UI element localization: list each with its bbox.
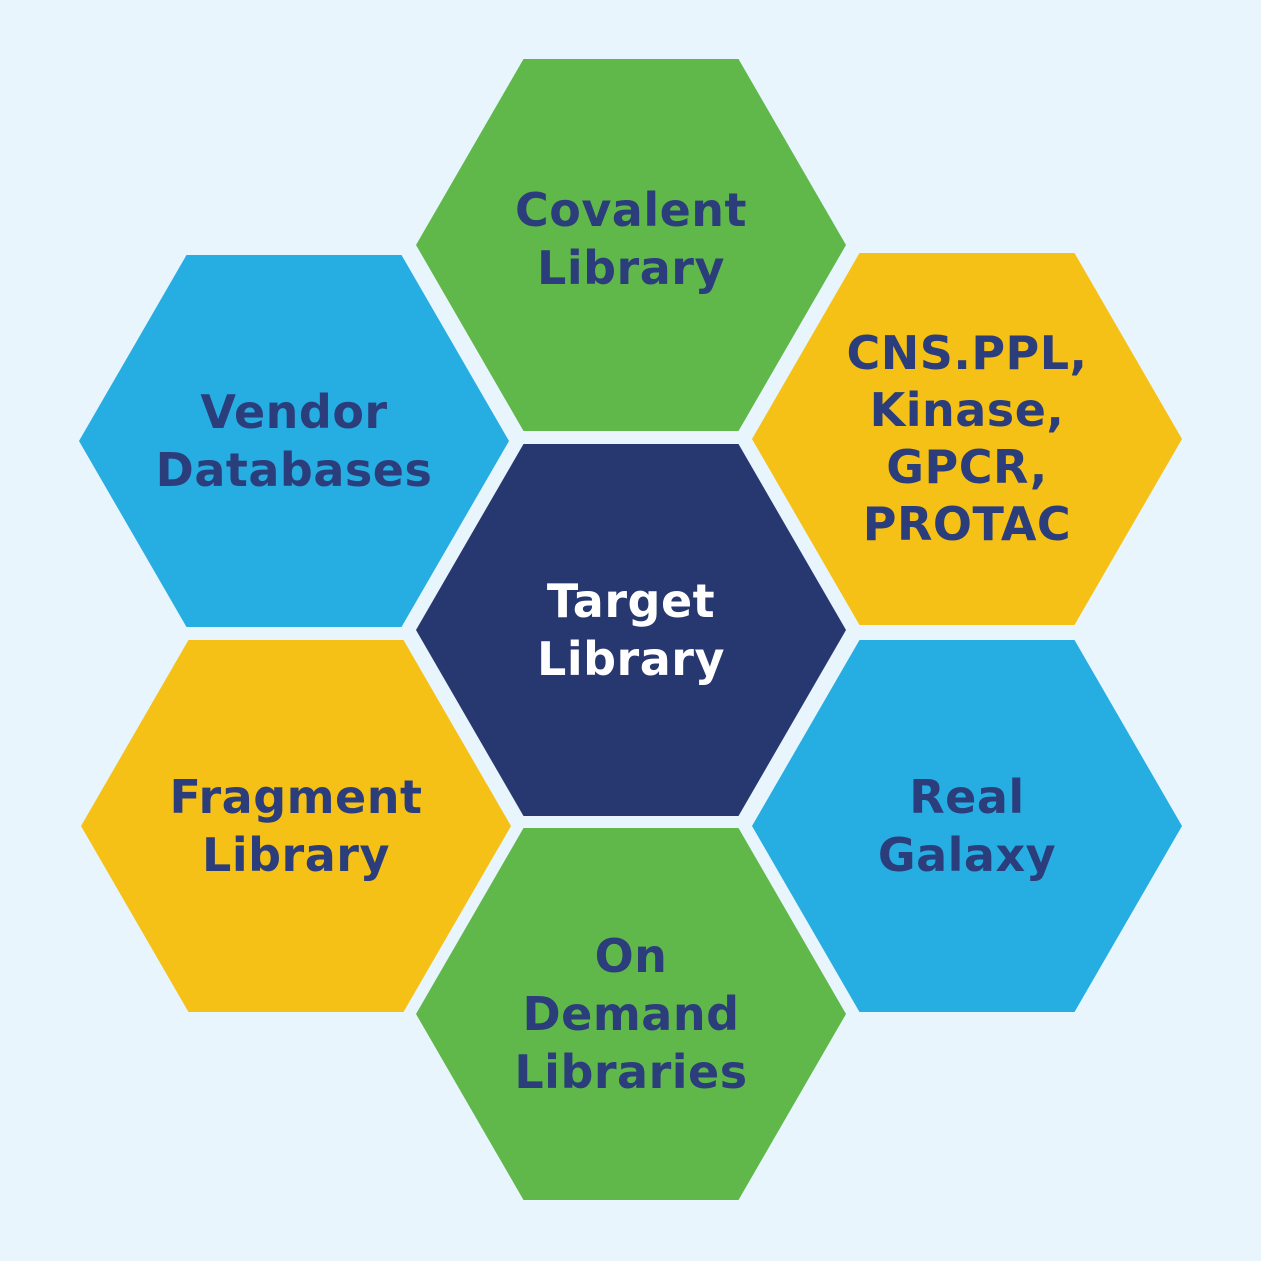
hex-real-galaxy: Real Galaxy [752,640,1182,1012]
hex-vendor-label: Vendor Databases [155,385,433,497]
hex-fragment-library: Fragment Library [81,640,511,1012]
hex-fragment-label: Fragment Library [169,770,423,882]
hex-covalent-label: Covalent Library [514,183,748,295]
hex-cns-kinase-gpcr-protac: CNS.PPL, Kinase, GPCR, PROTAC [752,253,1182,625]
hex-target-library: Target Library [416,444,846,816]
hex-real-label: Real Galaxy [877,770,1057,882]
hex-covalent-library: Covalent Library [416,59,846,431]
hex-ondemand-label: On Demand Libraries [514,929,748,1099]
hex-vendor-databases: Vendor Databases [79,255,509,627]
hex-cns-label: CNS.PPL, Kinase, GPCR, PROTAC [846,326,1088,551]
hex-on-demand-libraries: On Demand Libraries [416,828,846,1200]
hex-center-label: Target Library [537,574,725,686]
